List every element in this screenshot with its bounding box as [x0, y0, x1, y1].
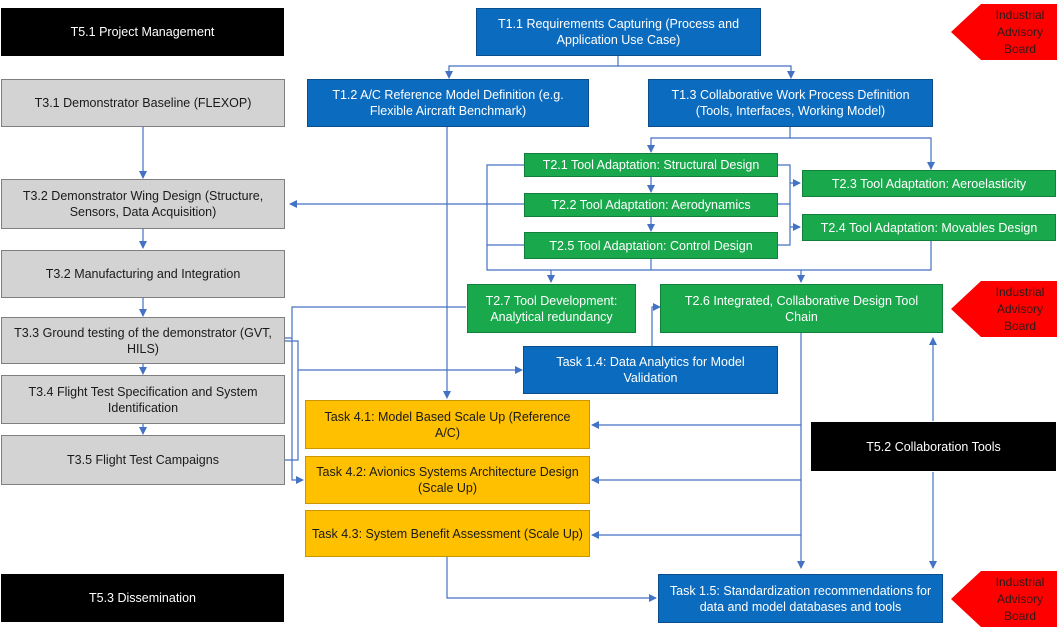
- t25-box: T2.5 Tool Adaptation: Control Design: [524, 232, 778, 259]
- industrial-advisory-board-middle: Industrial Advisory Board: [951, 281, 1057, 337]
- pentagon-left-icon: [951, 281, 1057, 337]
- edge-t25-t24: [778, 227, 791, 246]
- iab-label: Industrial Advisory Board: [995, 284, 1045, 333]
- edge-t14-t26: [651, 303, 661, 346]
- t21-box: T2.1 Tool Adaptation: Structural Design: [524, 153, 778, 177]
- t32b-box: T3.2 Manufacturing and Integration: [1, 250, 285, 298]
- t32a-box: T3.2 Demonstrator Wing Design (Structure…: [1, 179, 285, 229]
- t22-box: T2.2 Tool Adaptation: Aerodynamics: [524, 193, 778, 217]
- edge-t13-t21: [647, 127, 791, 153]
- t35-box: T3.5 Flight Test Campaigns: [1, 435, 285, 485]
- edge-t21-t23: [778, 164, 801, 187]
- t43-box: Task 4.3: System Benefit Assessment (Sca…: [305, 510, 590, 557]
- pentagon-left-icon: [951, 4, 1057, 60]
- t12-box: T1.2 A/C Reference Model Definition (e.g…: [307, 79, 589, 127]
- edge-t43-t15: [446, 557, 657, 602]
- edge-t35-t14: [285, 370, 299, 461]
- t13-box: T1.3 Collaborative Work Process Definiti…: [648, 79, 933, 127]
- edge-bus-down: [486, 245, 801, 271]
- t11-box: T1.1 Requirements Capturing (Process and…: [476, 8, 761, 56]
- t14-box: Task 1.4: Data Analytics for Model Valid…: [523, 346, 778, 394]
- t41-box: Task 4.1: Model Based Scale Up (Referenc…: [305, 400, 590, 449]
- edge-t11-t13: [618, 65, 795, 79]
- edge-t22-t24: [789, 204, 801, 231]
- t26-box: T2.6 Integrated, Collaborative Design To…: [660, 284, 943, 333]
- t34-box: T3.4 Flight Test Specification and Syste…: [1, 375, 285, 424]
- edge-t2-bus: [486, 164, 524, 246]
- edge-t23t24-t26: [801, 241, 932, 271]
- industrial-advisory-board-bottom: Industrial Advisory Board: [951, 571, 1057, 627]
- t23-box: T2.3 Tool Adaptation: Aeroelasticity: [802, 170, 1056, 197]
- t31-box: T3.1 Demonstrator Baseline (FLEXOP): [1, 79, 285, 127]
- edge-grey-t42: [291, 338, 304, 484]
- t15-box: Task 1.5: Standardization recommendation…: [658, 574, 943, 623]
- t24-box: T2.4 Tool Adaptation: Movables Design: [802, 214, 1056, 241]
- iab-label: Industrial Advisory Board: [995, 574, 1045, 623]
- edge-t11-t12: [445, 56, 619, 79]
- edge-t22-t23: [778, 183, 791, 205]
- t51-box: T5.1 Project Management: [1, 8, 284, 56]
- t42-box: Task 4.2: Avionics Systems Architecture …: [305, 456, 590, 504]
- pentagon-left-icon: [951, 571, 1057, 627]
- t53-box: T5.3 Dissemination: [1, 574, 284, 622]
- edge-t33-t14: [285, 340, 523, 374]
- t33-box: T3.3 Ground testing of the demonstrator …: [1, 317, 285, 364]
- iab-label: Industrial Advisory Board: [995, 7, 1045, 56]
- edge-t33-t27: [285, 306, 466, 339]
- industrial-advisory-board-top: Industrial Advisory Board: [951, 4, 1057, 60]
- t52-box: T5.2 Collaboration Tools: [811, 422, 1056, 471]
- t27-box: T2.7 Tool Development: Analytical redund…: [467, 284, 636, 333]
- edge-t13-t23: [790, 137, 935, 170]
